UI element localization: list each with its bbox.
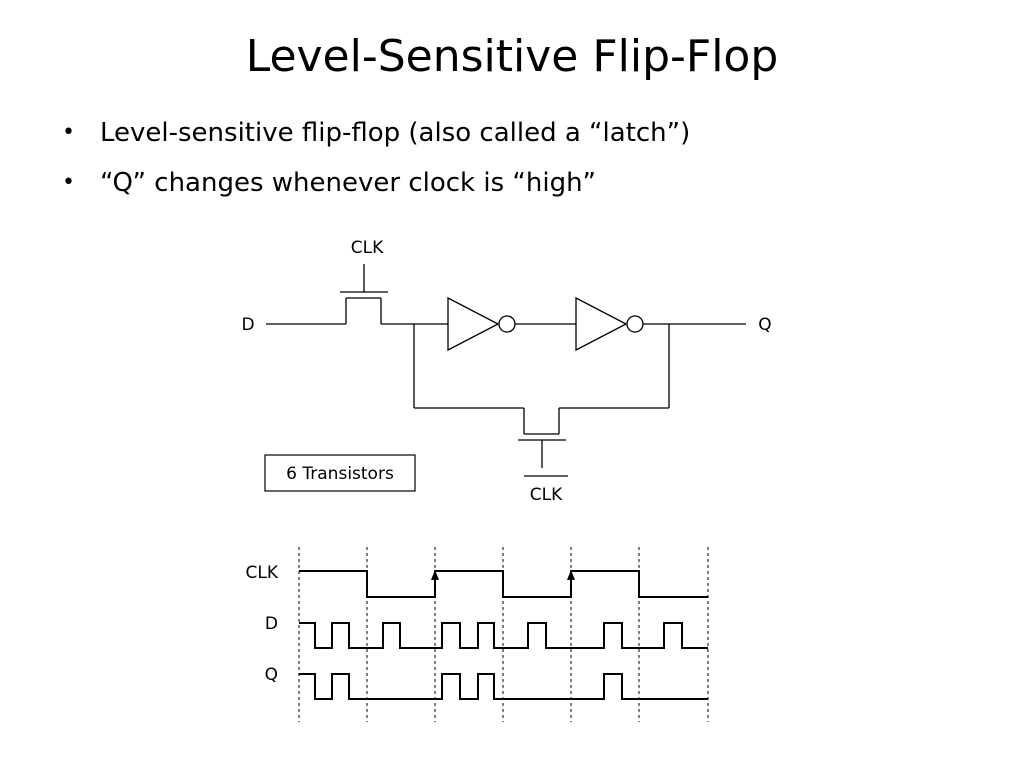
bullet-dot-icon: • bbox=[62, 120, 75, 145]
bullet-text: “Q” changes whenever clock is “high” bbox=[100, 168, 597, 198]
feedback-path bbox=[413, 324, 670, 409]
clk-top-label: CLK bbox=[351, 238, 384, 258]
feedback-transistor bbox=[518, 408, 568, 477]
transistor-count-label: 6 Transistors bbox=[286, 464, 394, 484]
bullet-text: Level-sensitive flip-flop (also called a… bbox=[100, 118, 691, 148]
inverter-2 bbox=[575, 296, 644, 352]
bullet-item-latch: • Level-sensitive flip-flop (also called… bbox=[58, 108, 690, 158]
clk-waveform bbox=[299, 570, 708, 598]
inverter-1 bbox=[447, 296, 516, 352]
d-waveform bbox=[299, 622, 708, 649]
d-input-label: D bbox=[241, 315, 254, 335]
clk-rising-edge-arrow bbox=[431, 570, 575, 580]
timing-diagram: CLK D Q bbox=[246, 547, 709, 722]
timing-label-d: D bbox=[265, 614, 278, 634]
q-output-label: Q bbox=[758, 315, 771, 335]
bullet-item-q-changes: • “Q” changes whenever clock is “high” bbox=[58, 158, 690, 208]
top-pass-transistor bbox=[340, 264, 388, 324]
bullet-list: • Level-sensitive flip-flop (also called… bbox=[58, 108, 690, 208]
bullet-dot-icon: • bbox=[62, 170, 75, 195]
timing-label-clk: CLK bbox=[246, 563, 279, 583]
q-waveform bbox=[299, 673, 708, 700]
slide-title: Level-Sensitive Flip-Flop bbox=[245, 31, 779, 82]
timing-label-q: Q bbox=[265, 665, 278, 685]
transistor-count-box: 6 Transistors bbox=[264, 454, 416, 492]
clk-bottom-label: CLK bbox=[530, 485, 563, 505]
circuit-schematic: CLK D Q CLK bbox=[241, 238, 771, 505]
time-gridlines bbox=[298, 547, 709, 722]
